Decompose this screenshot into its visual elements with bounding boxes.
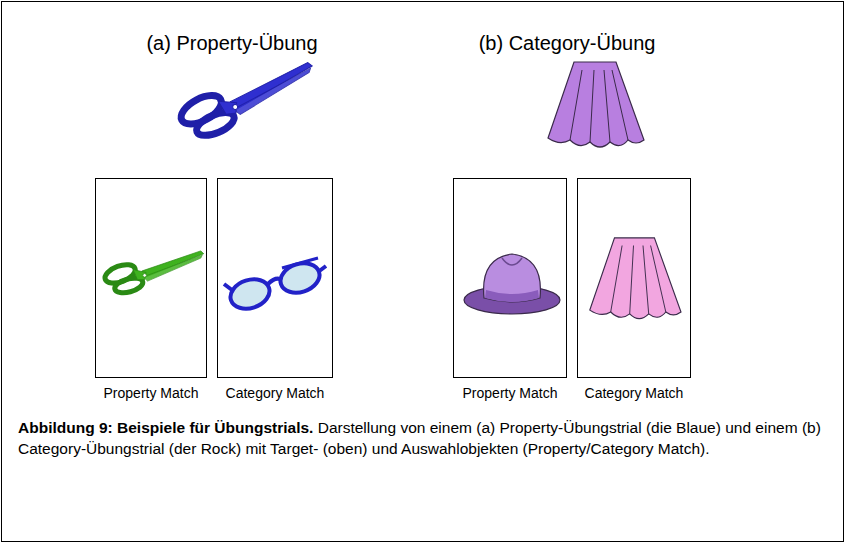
- choice-label: Category Match: [585, 385, 684, 401]
- choice-label: Property Match: [104, 385, 199, 401]
- choice-label: Category Match: [226, 385, 325, 401]
- choice-box: Property Match: [95, 178, 207, 378]
- choice-box: Category Match: [217, 178, 333, 378]
- choice-box: Property Match: [453, 178, 567, 378]
- choice-label: Property Match: [463, 385, 558, 401]
- panel-heading: (b) Category-Übung: [479, 32, 656, 55]
- figure-caption: Abbildung 9: Beispiele für Übungstrials.…: [18, 418, 828, 460]
- panel-heading: (a) Property-Übung: [146, 32, 317, 55]
- choice-box: Category Match: [577, 178, 691, 378]
